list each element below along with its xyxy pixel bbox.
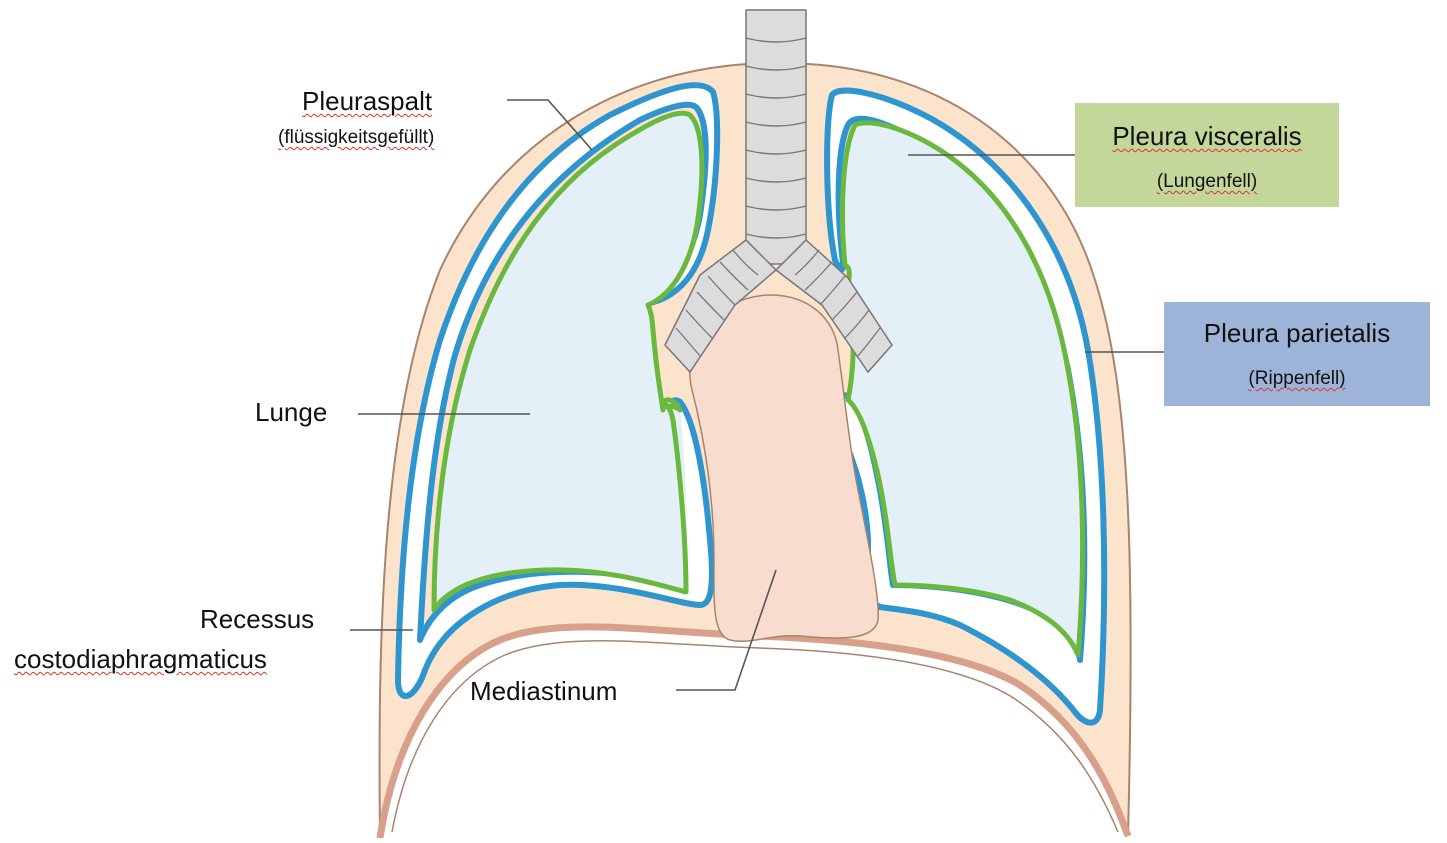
right-bronchus bbox=[774, 238, 893, 374]
label-recessus-line2: costodiaphragmaticus bbox=[14, 644, 267, 674]
pleura-visceralis-box: Pleura visceralis (Lungenfell) bbox=[1075, 103, 1339, 207]
label-pleura-parietalis-note: (Rippenfell) bbox=[1248, 368, 1346, 389]
trachea-rings bbox=[745, 37, 807, 239]
label-pleura-parietalis: Pleura parietalis bbox=[1203, 318, 1391, 348]
label-pleura-visceralis: Pleura visceralis bbox=[1112, 121, 1302, 151]
right-bronchus-rings bbox=[794, 249, 881, 357]
trachea-tube bbox=[745, 9, 807, 265]
leader-lines bbox=[350, 99, 1164, 691]
pleura-parietalis-box: Pleura parietalis (Rippenfell) bbox=[1164, 302, 1430, 406]
leader-pleuraspalt bbox=[507, 99, 593, 151]
label-lunge: Lunge bbox=[255, 397, 328, 427]
label-pleuraspalt-note: (flüssigkeitsgefüllt) bbox=[278, 127, 435, 148]
label-pleuraspalt: Pleuraspalt bbox=[302, 86, 433, 116]
trachea bbox=[664, 9, 893, 374]
diaphragm-edge bbox=[391, 640, 1119, 833]
label-recessus-line1: Recessus bbox=[200, 604, 315, 634]
label-mediastinum: Mediastinum bbox=[470, 676, 618, 706]
label-pleura-visceralis-note: (Lungenfell) bbox=[1156, 171, 1258, 192]
leader-mediastinum bbox=[676, 569, 777, 691]
left-bronchus-rings bbox=[675, 249, 759, 357]
left-lung-body bbox=[431, 110, 705, 613]
